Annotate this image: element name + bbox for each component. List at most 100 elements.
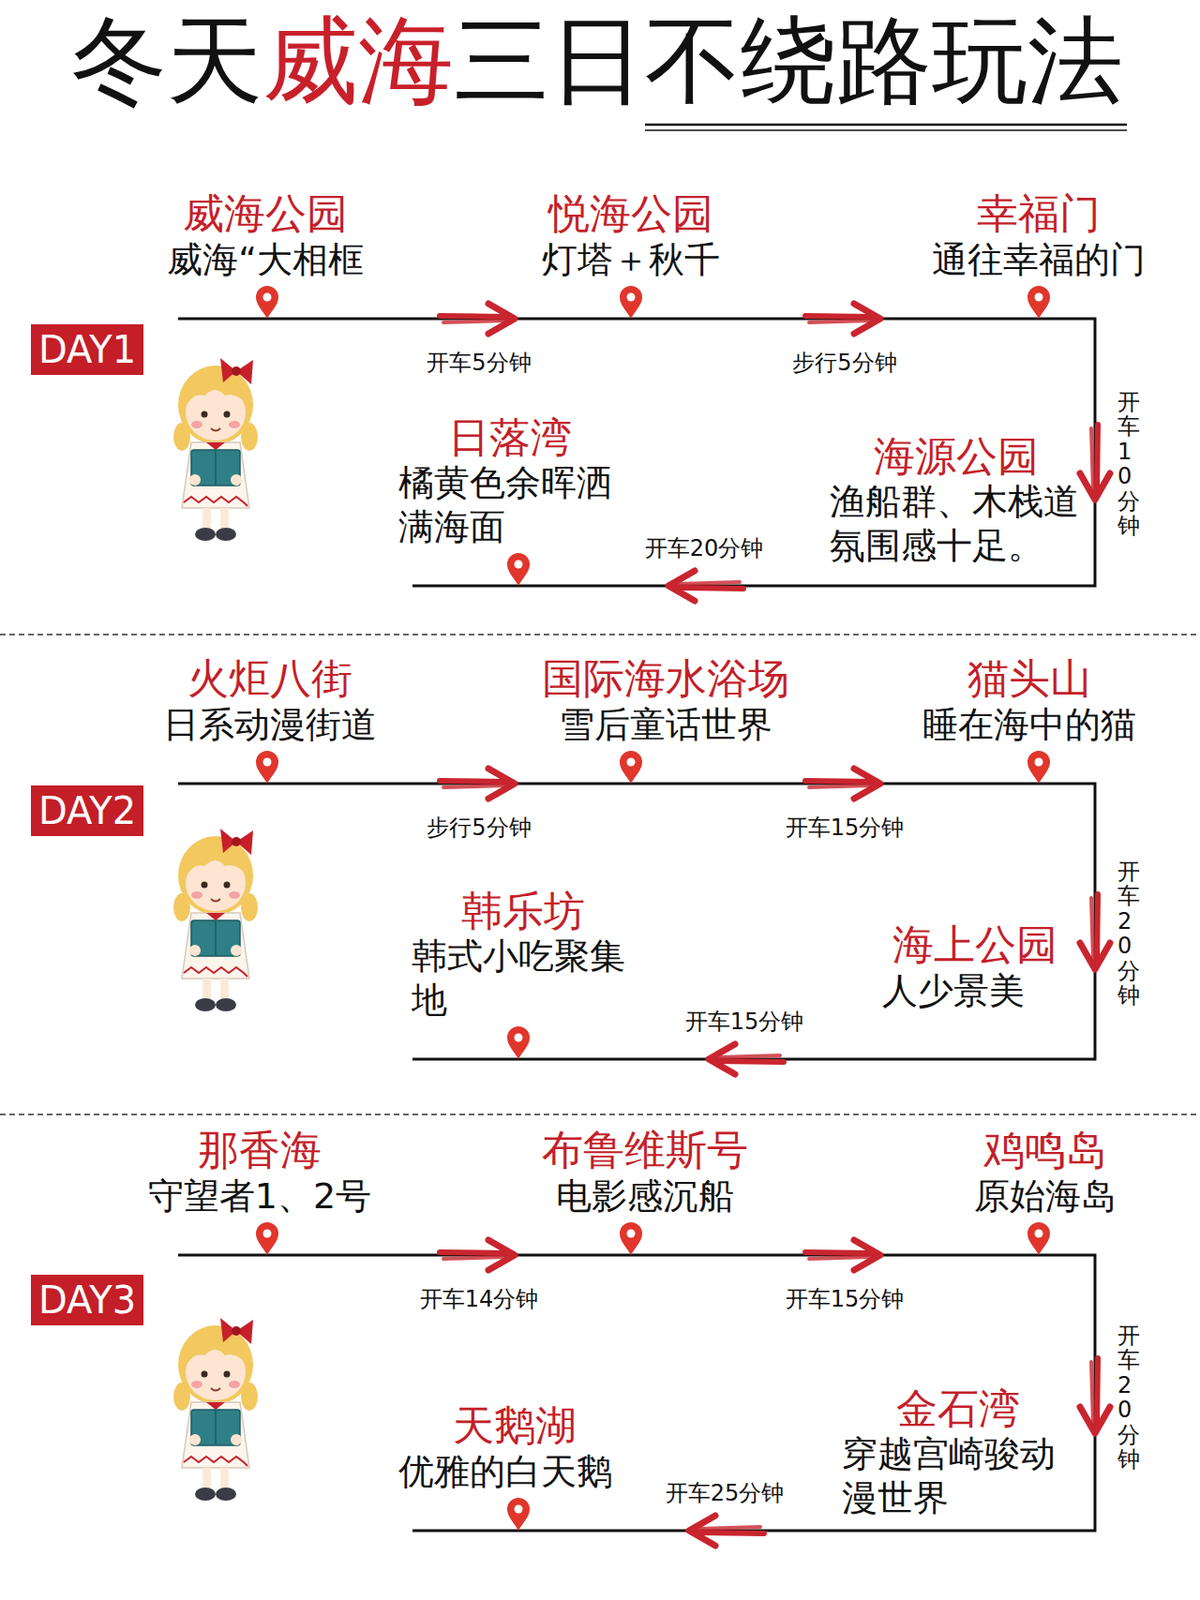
arrow-head <box>854 1240 881 1271</box>
girl-figure <box>173 358 258 541</box>
brush-arrow <box>708 1044 784 1075</box>
pin-hole <box>262 1230 271 1239</box>
location-pin <box>506 552 531 586</box>
arrow-head <box>689 1515 716 1546</box>
pin-body <box>507 1026 530 1060</box>
stop-node: 海源公园渔船群、木栈道氛围感十足。 <box>824 433 1089 586</box>
place-note: 穿越宫崎骏动漫世界 <box>841 1432 1075 1520</box>
location-pin <box>1026 750 1051 784</box>
stop-node: 韩乐坊韩式小吃聚集地 <box>405 887 641 1060</box>
edge-label: 开车15分钟 <box>682 1008 808 1036</box>
arrow-head <box>488 1240 515 1271</box>
arrow-head <box>488 303 515 334</box>
brush-arrow <box>1080 424 1110 500</box>
place-name: 天鹅湖 <box>398 1402 631 1451</box>
edge-label: 开车20分钟 <box>1117 859 1140 1008</box>
arrow-stroke <box>443 1257 506 1260</box>
arrow-stroke <box>1091 898 1094 960</box>
arrow-head <box>1080 943 1110 970</box>
stop-node: 金石湾穿越宫崎骏动漫世界 <box>836 1385 1080 1531</box>
pin-hole <box>514 560 524 570</box>
pin-hole <box>1035 1230 1044 1239</box>
arrow-head <box>668 570 695 601</box>
arrow-head <box>1080 473 1110 500</box>
arrow-stroke <box>805 315 873 317</box>
arrow-stroke <box>805 780 873 782</box>
edge-group <box>630 1240 1039 1271</box>
arrow-stroke <box>675 587 744 589</box>
pin-body <box>507 553 530 586</box>
arrow-stroke <box>809 785 871 788</box>
stop-node: 悦海公园灯塔＋秋千 <box>536 190 726 319</box>
edge-label: 开车15分钟 <box>782 1286 908 1314</box>
edge-label: 开车20分钟 <box>1117 1323 1140 1472</box>
place-name: 海源公园 <box>829 433 1083 481</box>
place-note: 守望者1、2号 <box>148 1174 372 1218</box>
edge-group <box>630 768 1039 799</box>
day-label: DAY2 <box>38 787 136 835</box>
edge-group <box>518 570 957 601</box>
place-name: 火炬八街 <box>163 655 377 704</box>
place-note: 人少景美 <box>882 969 1068 1013</box>
decoration <box>178 782 268 786</box>
arrow-head <box>708 1044 735 1075</box>
brush-arrow <box>805 768 881 799</box>
place-name: 海上公园 <box>882 921 1068 970</box>
stop-node: 国际海水浴场雪后童话世界 <box>536 655 795 784</box>
place-note: 原始海岛 <box>974 1174 1117 1218</box>
arrow-stroke <box>443 320 506 323</box>
pin-body <box>255 1222 279 1256</box>
arrow-stroke <box>1091 428 1094 491</box>
place-name: 布鲁维斯号 <box>541 1126 749 1175</box>
arrow-stroke <box>443 785 506 788</box>
place-note: 电影感沉船 <box>541 1174 749 1218</box>
edge-group <box>518 1515 959 1546</box>
title: 冬天威海三日不绕路玩法 <box>71 5 1124 116</box>
brush-arrow <box>439 768 515 799</box>
pin-hole <box>627 293 636 302</box>
place-note: 睡在海中的猫 <box>922 703 1137 747</box>
brush-arrow <box>439 1240 515 1271</box>
location-pin <box>1026 1221 1051 1256</box>
arrow-stroke <box>439 1252 508 1254</box>
pin-body <box>619 285 643 319</box>
edge-label: 步行5分钟 <box>423 814 534 842</box>
arrow-stroke <box>696 1532 765 1534</box>
pin-body <box>1027 1222 1050 1256</box>
pin-body <box>1027 750 1050 784</box>
edge-label: 开车20分钟 <box>642 535 767 563</box>
arrow-stroke <box>1091 1362 1094 1425</box>
stop-node: 日落湾橘黄色余晖洒满海面 <box>392 414 628 586</box>
stop-node: 威海公园威海“大相框 <box>161 190 370 319</box>
pin-hole <box>514 1034 524 1043</box>
stop-node: 天鹅湖优雅的白天鹅 <box>392 1402 637 1531</box>
pin-body <box>255 285 279 319</box>
edge-label: 步行5分钟 <box>789 349 900 377</box>
pin-hole <box>1035 293 1044 302</box>
separator <box>0 633 1200 636</box>
day-badge: DAY3 <box>30 1275 144 1326</box>
arrow-stroke <box>439 780 508 782</box>
decoration <box>178 317 268 321</box>
place-name: 韩乐坊 <box>411 887 635 936</box>
place-name: 威海公园 <box>166 190 364 239</box>
brush-arrow <box>439 303 515 334</box>
place-name: 那香海 <box>148 1126 372 1175</box>
location-pin <box>618 1221 644 1256</box>
girl-figure <box>173 1318 258 1501</box>
edge-group <box>267 303 631 334</box>
arrow-stroke <box>809 1257 871 1260</box>
pin-hole <box>514 1505 524 1515</box>
stop-node: 猫头山睡在海中的猫 <box>916 655 1142 784</box>
girl-figure <box>173 828 258 1012</box>
place-note: 灯塔＋秋千 <box>541 238 720 282</box>
pin-hole <box>263 293 272 302</box>
edge-label: 开车5分钟 <box>423 349 534 377</box>
location-pin <box>506 1497 531 1531</box>
arrow-stroke <box>439 315 508 317</box>
location-pin <box>506 1025 531 1060</box>
pin-body <box>255 750 279 784</box>
arrow-stroke <box>1096 1358 1098 1426</box>
stop-node: 那香海守望者1、2号 <box>142 1126 377 1256</box>
arrow-stroke <box>809 320 871 323</box>
